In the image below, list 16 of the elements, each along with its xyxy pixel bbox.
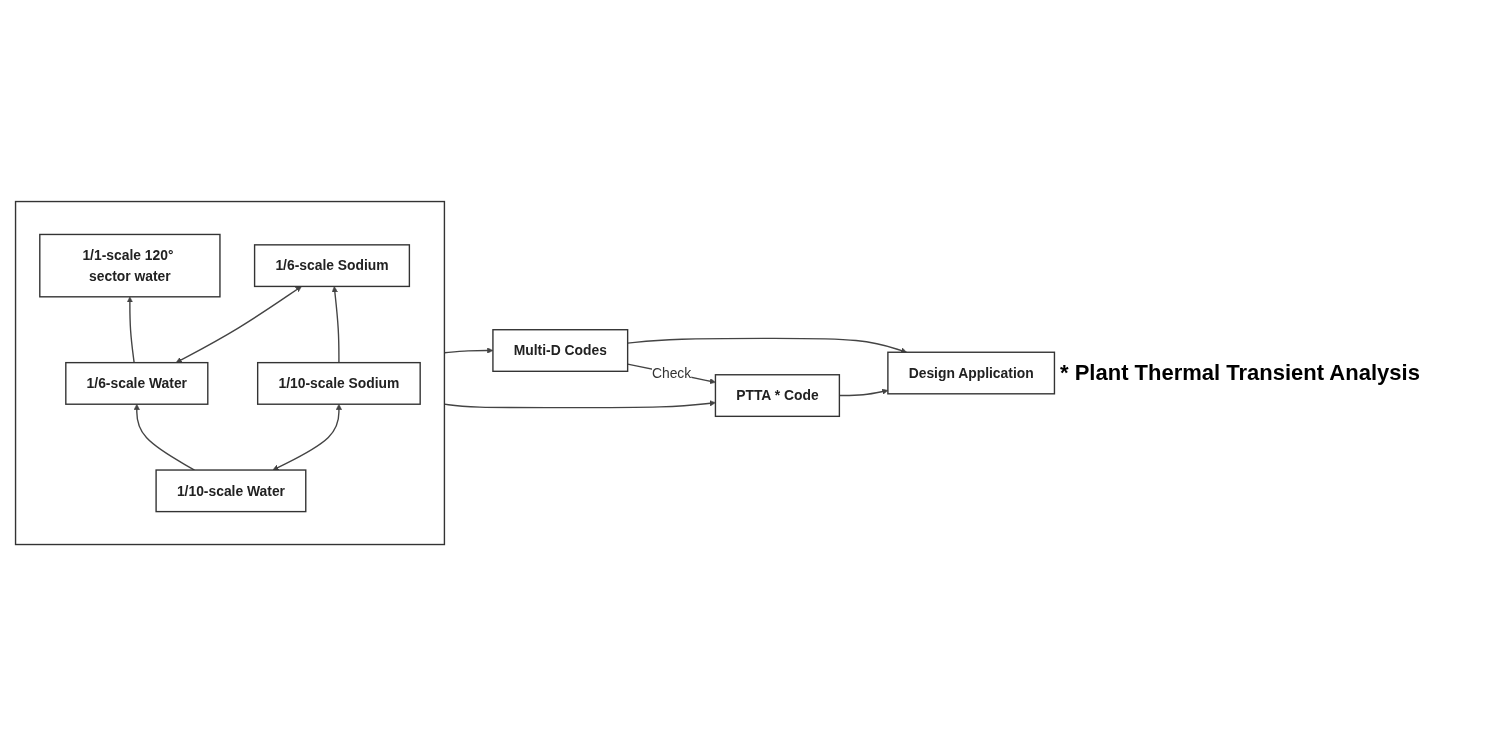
node-box: PTTA * Code [714,374,841,417]
footnote: * Plant Thermal Transient Analysis [1060,360,1421,386]
cluster [14,200,446,546]
edge-label: Check [651,365,692,381]
arrow [133,403,196,471]
arrow [272,403,342,471]
arrow [331,286,340,364]
node-box: 1/10-scale Sodium [256,361,421,405]
node-box: Design Application [887,351,1056,395]
node-box: 1/6-scale Water [65,361,209,405]
arrow [175,286,302,363]
node-box: 1/10-scale Water [155,469,307,513]
node-box: 1/1-scale 120° sector water [39,233,221,298]
node-box: Multi-D Codes [492,329,629,372]
node-box: 1/6-scale Sodium [253,244,411,288]
arrow [126,296,135,364]
